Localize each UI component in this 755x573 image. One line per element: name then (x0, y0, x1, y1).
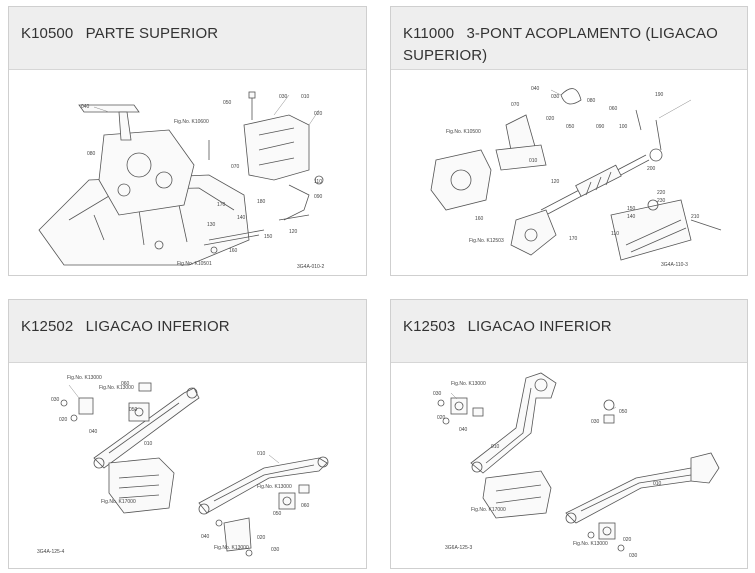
callout: 010 (257, 451, 266, 457)
card-header: K11000 3-PONT ACOPLAMENTO (LIGACAO SUPER… (391, 7, 747, 70)
callout: 050 (273, 511, 282, 517)
callout: 040 (201, 534, 210, 540)
callout: 010 (491, 444, 500, 450)
callout: 020 (546, 116, 555, 122)
callout: 040 (459, 427, 468, 433)
callout: 060 (301, 503, 310, 509)
callout: 090 (314, 194, 323, 200)
part-card-k12502[interactable]: K12502 LIGACAO INFERIOR (8, 299, 367, 569)
drawing-id: 3G6A-125-3 (445, 545, 472, 551)
callout: 050 (619, 409, 628, 415)
callout: 210 (691, 214, 700, 220)
callout: 170 (217, 202, 226, 208)
callout: 010 (301, 94, 310, 100)
drawing-id: 3G4A-125-4 (37, 549, 64, 555)
callout: 020 (314, 111, 323, 117)
callout: 110 (611, 231, 619, 237)
callout: 030 (279, 94, 288, 100)
callout: 030 (591, 419, 600, 425)
figure-ref: Fig.No. K13000 (99, 385, 134, 391)
part-code: K12503 (403, 318, 456, 335)
callout: 200 (647, 166, 656, 172)
callout: 030 (271, 547, 280, 553)
callout: 040 (81, 104, 90, 110)
callout: 080 (87, 151, 96, 157)
callout: 140 (237, 215, 246, 221)
figure-ref: Fig.No. K13000 (573, 541, 608, 547)
figure-ref: Fig.No. K10600 (174, 119, 209, 125)
figure-ref: Fig.No. K10500 (446, 129, 481, 135)
callout: 110 (314, 179, 322, 185)
drawing-id: 3G4A-010-2 (297, 264, 324, 270)
card-header: K12502 LIGACAO INFERIOR (9, 300, 366, 363)
callout: 120 (551, 179, 560, 185)
callout: 070 (231, 164, 240, 170)
callout: 030 (551, 94, 560, 100)
callout: 140 (627, 214, 636, 220)
callout: 020 (257, 535, 266, 541)
callout: 190 (655, 92, 664, 98)
callout: 050 (223, 100, 232, 106)
part-title: 3-PONT ACOPLAMENTO (LIGACAO SUPERIOR) (403, 25, 718, 64)
callout: 020 (437, 415, 446, 421)
callout: 030 (433, 391, 442, 397)
callout: 130 (207, 222, 216, 228)
callout: 060 (609, 106, 618, 112)
callout: 120 (289, 229, 298, 235)
callout: 020 (623, 537, 632, 543)
callout: 220 (657, 190, 666, 196)
part-card-k10500[interactable]: K10500 PARTE SUPERIOR (8, 6, 367, 276)
callout: 070 (511, 102, 520, 108)
part-title: PARTE SUPERIOR (85, 25, 219, 42)
figure-ref: Fig.No. K13000 (257, 484, 292, 490)
figure-ref: Fig.No. K13000 (451, 381, 486, 387)
card-header: K10500 PARTE SUPERIOR (9, 7, 366, 70)
callout: 150 (264, 234, 273, 240)
callout: 010 (653, 481, 662, 487)
callout: 050 (566, 124, 575, 130)
callout: 040 (531, 86, 540, 92)
callout: 010 (529, 158, 538, 164)
part-title: LIGACAO INFERIOR (85, 318, 230, 335)
figure-ref: Fig.No. K17000 (101, 499, 136, 505)
exploded-diagram: 040 080 050 030 010 020 070 110 090 170 … (9, 70, 366, 275)
callout: 020 (59, 417, 68, 423)
figure-ref: Fig.No. K17000 (471, 507, 506, 513)
callout: 010 (144, 441, 153, 447)
figure-ref: Fig.No. K10501 (177, 261, 212, 267)
callout: 150 (627, 206, 636, 212)
callout: 050 (129, 407, 138, 413)
drawing-id: 3G4A-110-3 (661, 262, 688, 268)
callout: 080 (587, 98, 596, 104)
part-code: K10500 (21, 25, 74, 42)
callout: 180 (257, 199, 266, 205)
callout: 230 (657, 198, 666, 204)
callout: 030 (629, 553, 638, 559)
figure-ref: Fig.No. K13000 (67, 375, 102, 381)
callout: 030 (51, 397, 60, 403)
exploded-diagram: 030 020 040 050 030 010 010 020 030 Fig.… (391, 363, 747, 568)
callout: 160 (229, 248, 238, 254)
part-code: K12502 (21, 318, 74, 335)
figure-ref: Fig.No. K12503 (469, 238, 504, 244)
part-title: LIGACAO INFERIOR (467, 318, 612, 335)
exploded-diagram: 030 020 060 050 040 010 010 050 060 040 … (9, 363, 366, 568)
exploded-diagram: 040 030 070 080 020 050 060 090 100 190 … (391, 70, 747, 275)
callout: 090 (596, 124, 605, 130)
part-code: K11000 (403, 25, 455, 42)
figure-ref: Fig.No. K13000 (214, 545, 249, 551)
callout: 040 (89, 429, 98, 435)
part-card-k11000[interactable]: K11000 3-PONT ACOPLAMENTO (LIGACAO SUPER… (390, 6, 748, 276)
callout: 100 (619, 124, 628, 130)
card-header: K12503 LIGACAO INFERIOR (391, 300, 747, 363)
callout: 170 (569, 236, 578, 242)
callout: 160 (475, 216, 484, 222)
part-card-k12503[interactable]: K12503 LIGACAO INFERIOR (390, 299, 748, 569)
callout: 060 (121, 381, 130, 387)
